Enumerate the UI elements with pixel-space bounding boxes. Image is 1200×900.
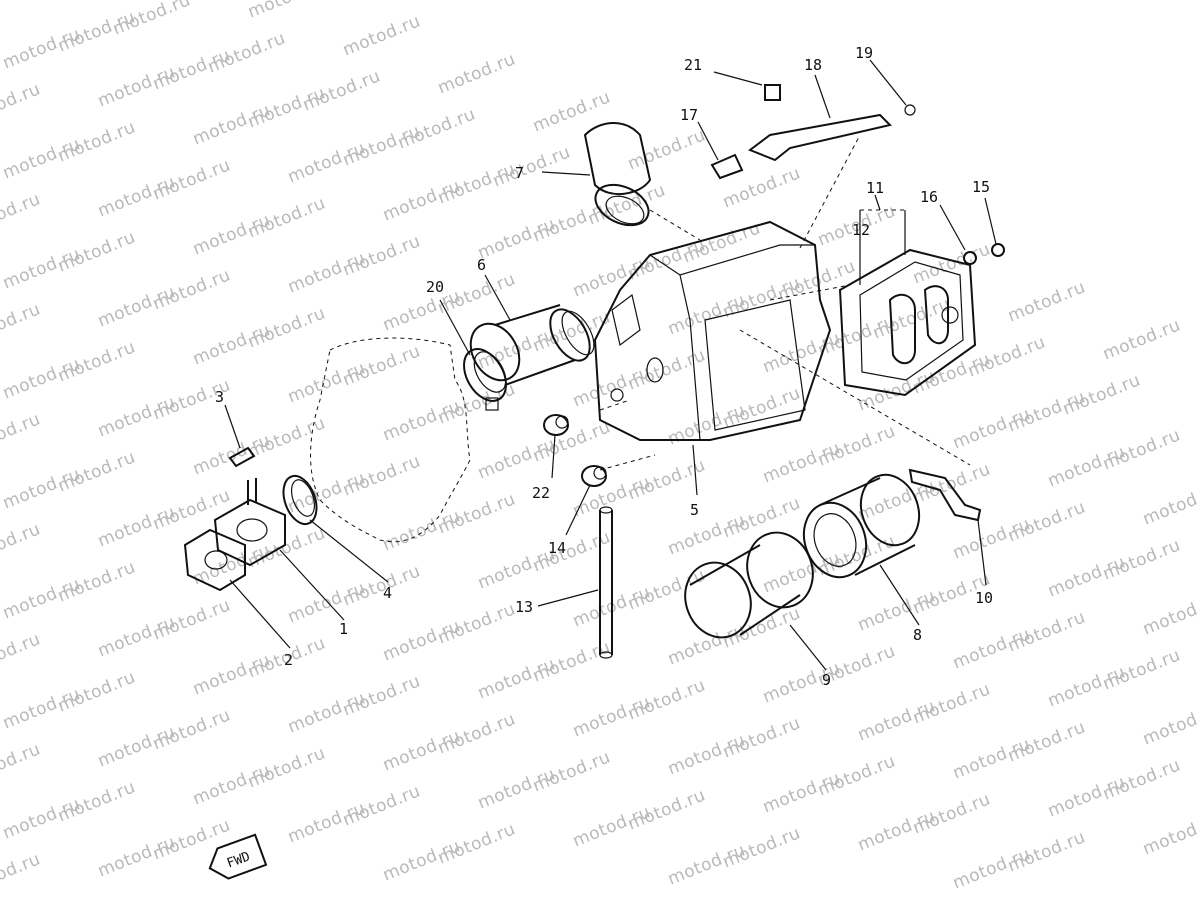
hose-clamp xyxy=(463,348,507,411)
callout-10: 10 xyxy=(975,589,993,607)
callout-8: 8 xyxy=(913,626,922,644)
nut-15 xyxy=(991,243,1005,257)
filter-element xyxy=(684,531,814,639)
callout-14: 14 xyxy=(548,539,566,557)
washer-16 xyxy=(963,251,977,265)
carburetor-joint xyxy=(469,304,595,386)
drain-hose xyxy=(599,506,613,659)
callout-22: 22 xyxy=(532,484,550,502)
callout-15: 15 xyxy=(972,178,990,196)
grommet-22 xyxy=(543,414,569,436)
bolt-3 xyxy=(228,446,256,468)
leader-lines xyxy=(224,59,997,671)
fwd-label: FWD xyxy=(225,849,252,871)
callout-4: 4 xyxy=(383,584,392,602)
callout-1: 1 xyxy=(339,620,348,638)
grommet-14 xyxy=(581,465,607,487)
callout-numbers: 21 18 19 17 7 11 12 16 15 6 20 3 22 5 14… xyxy=(215,44,993,689)
flange-gasket xyxy=(183,528,246,592)
callout-16: 16 xyxy=(920,188,938,206)
callout-21: 21 xyxy=(684,56,702,74)
filter-guide xyxy=(802,473,921,579)
callout-6: 6 xyxy=(477,256,486,274)
callout-3: 3 xyxy=(215,388,224,406)
intake-duct xyxy=(583,122,652,227)
air-filter-case xyxy=(593,220,832,441)
callout-19: 19 xyxy=(855,44,873,62)
bracket-10 xyxy=(908,468,982,522)
callout-18: 18 xyxy=(804,56,822,74)
callout-7: 7 xyxy=(515,164,524,182)
intake-flange xyxy=(213,478,286,567)
callout-9: 9 xyxy=(822,671,831,689)
callout-12: 12 xyxy=(852,221,870,239)
engine-outline xyxy=(310,337,471,543)
callout-5: 5 xyxy=(690,501,699,519)
bracket-18 xyxy=(747,84,916,162)
callout-11: 11 xyxy=(866,179,884,197)
fwd-arrow: FWD xyxy=(208,833,268,880)
o-ring xyxy=(282,474,318,526)
case-cover xyxy=(838,248,977,397)
damper-17 xyxy=(710,153,744,180)
callout-20: 20 xyxy=(426,278,444,296)
callout-2: 2 xyxy=(284,651,293,669)
callout-17: 17 xyxy=(680,106,698,124)
callout-13: 13 xyxy=(515,598,533,616)
